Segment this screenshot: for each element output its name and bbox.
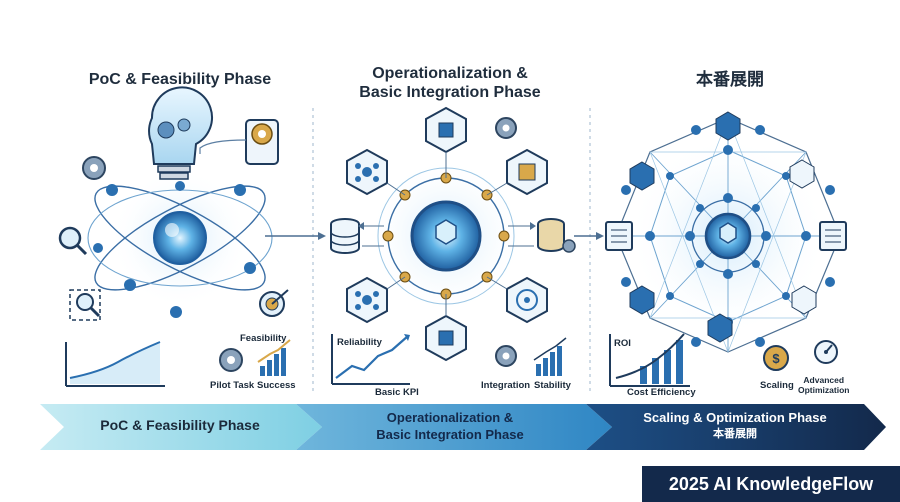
integration-phase-heading: Operationalization & Basic Integration P… [330,64,570,102]
database-icon [330,218,360,254]
svg-text:$: $ [772,351,780,366]
band-integration-line2: Basic Integration Phase [376,427,524,442]
pilot-gear-icon [219,348,243,372]
integration-heading-line2: Basic Integration Phase [359,84,541,101]
label-cost-efficiency: Cost Efficiency [627,387,696,398]
band-segment-integration [296,404,612,450]
label-reliability: Reliability [337,337,382,348]
gauge-icon [814,340,838,364]
integration-phase-illustration [330,106,576,385]
label-scaling: Scaling [760,380,794,391]
hexagon-node-icon [506,276,548,324]
hexagon-node-icon [346,276,388,324]
production-phase-heading: 本番展開 [696,70,764,89]
cube-node-icon [791,285,817,315]
label-advanced-line1: Advanced [803,375,845,385]
label-stability: Stability [534,380,571,391]
band-segment-scaling [586,404,886,450]
footer-brand: 2025 AI KnowledgeFlow [642,466,900,502]
band-scaling-line1: Scaling & Optimization Phase [643,410,827,425]
label-pilot-task: Pilot Task [210,380,255,391]
lightbulb-gear-icon [148,86,213,180]
band-integration-line1: Operationalization & [386,410,514,425]
scaling-phase-illustration: $ [605,111,847,387]
band-label-integration: Operationalization & Basic Integration P… [320,409,580,443]
document-icon [605,221,633,251]
label-success: Success [257,380,296,391]
gear-icon [495,345,517,367]
band-segment-poc [40,404,322,450]
label-feasibility: Feasibility [240,333,287,344]
poc-phase-heading: PoC & Feasibility Phase [88,71,272,88]
reliability-chart-icon [331,334,410,385]
cube-node-icon [715,111,741,141]
band-scaling-line2: 本番展開 [713,428,757,440]
growth-chart-icon [65,341,165,387]
roi-chart-icon [609,333,690,387]
label-advanced-line2: Optimization [798,385,850,395]
label-basic-kpi: Basic KPI [375,387,419,398]
hexagon-node-icon [425,314,467,362]
success-bars-icon [257,339,291,376]
cube-node-icon [707,313,733,343]
database-gear-icon [537,218,576,253]
poc-phase-illustration [58,86,291,387]
hexagon-node-icon [346,148,388,196]
gear-document-icon [245,119,279,165]
stability-bars-icon [533,337,567,376]
cube-node-icon [629,285,655,315]
magnifier-focus-icon [69,289,101,321]
gear-icon [495,117,517,139]
target-icon [259,289,289,317]
document-icon [819,221,847,251]
magnifier-icon [58,226,88,256]
hexagon-node-icon [425,106,467,154]
integration-heading-line1: Operationalization & [372,65,528,82]
label-roi: ROI [614,338,631,349]
cube-node-icon [629,161,655,191]
gear-icon [82,156,106,180]
label-advanced-optimization: Advanced Optimization [798,375,849,395]
band-label-scaling: Scaling & Optimization Phase 本番展開 [610,409,860,443]
cube-node-icon [789,159,815,189]
band-label-poc: PoC & Feasibility Phase [100,417,260,433]
hexagon-node-icon [506,148,548,196]
phase-progress-band [40,404,886,450]
dollar-coin-icon: $ [763,345,789,371]
label-integration: Integration [481,380,531,391]
core-sphere-icon [153,211,207,265]
